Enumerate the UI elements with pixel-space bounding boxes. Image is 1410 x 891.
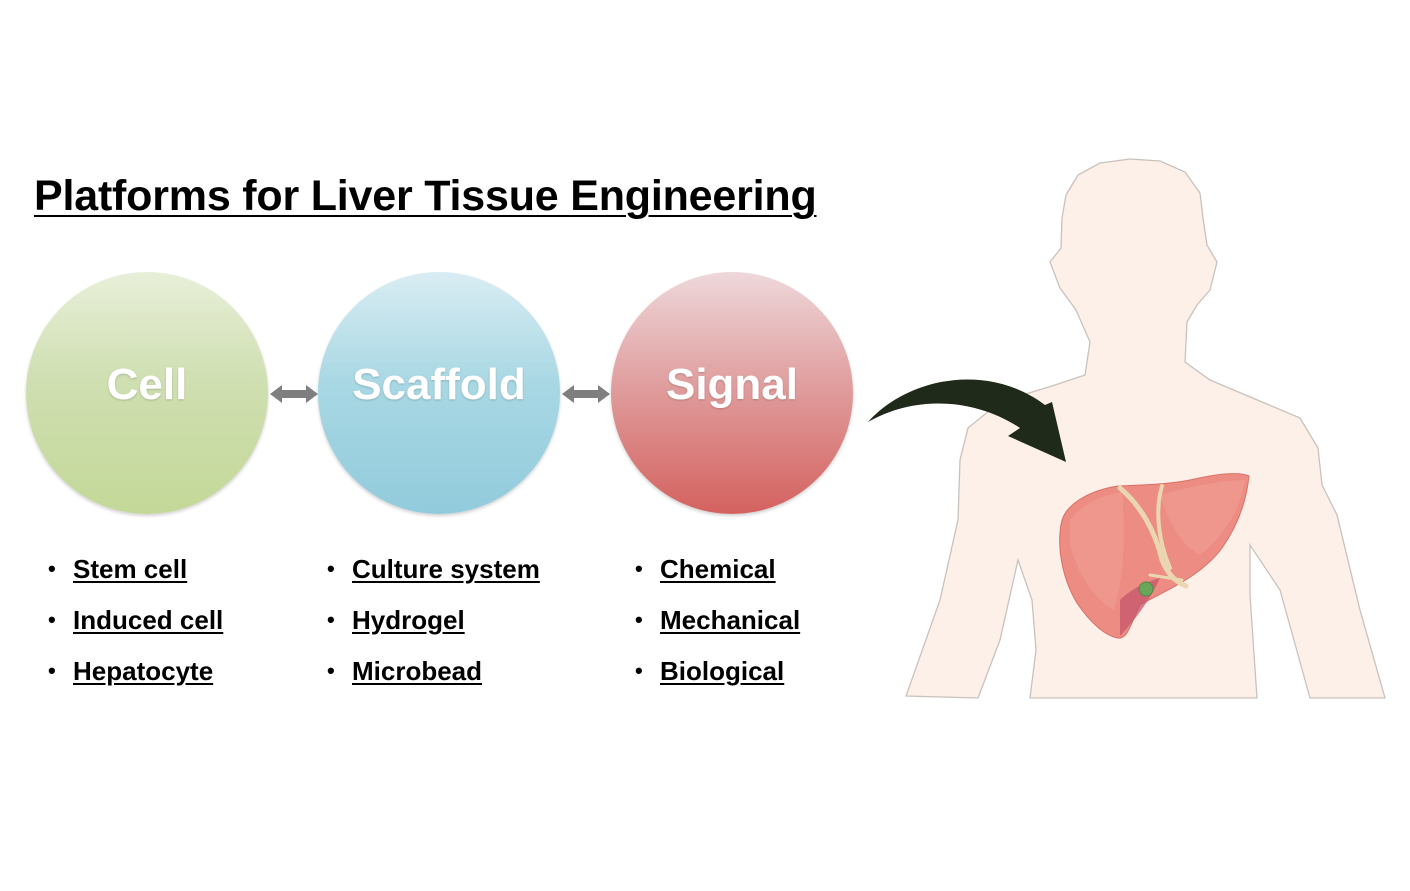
- platform-cell-circle: Cell: [26, 272, 268, 514]
- platform-scaffold-label: Scaffold: [352, 360, 526, 409]
- list-item: Biological: [635, 654, 800, 705]
- list-item-text: Culture system: [352, 554, 540, 584]
- page-title: Platforms for Liver Tissue Engineering: [34, 172, 817, 220]
- list-item-text: Stem cell: [73, 554, 188, 584]
- list-item: Hydrogel: [327, 603, 540, 654]
- list-item-text: Hepatocyte: [73, 656, 214, 686]
- human-liver-illustration: [868, 158, 1386, 699]
- list-item: Induced cell: [48, 603, 223, 654]
- scaffold-item-list: Culture system Hydrogel Microbead: [327, 552, 540, 705]
- platform-signal-circle: Signal: [611, 272, 853, 514]
- list-item: Mechanical: [635, 603, 800, 654]
- double-headed-arrow-icon: [270, 385, 318, 403]
- list-item-text: Hydrogel: [352, 605, 465, 635]
- human-torso-silhouette: [905, 158, 1386, 699]
- list-item: Hepatocyte: [48, 654, 223, 705]
- platform-signal-label: Signal: [665, 360, 799, 409]
- gallbladder-icon: [1138, 581, 1154, 597]
- list-item: Stem cell: [48, 552, 223, 603]
- list-item: Culture system: [327, 552, 540, 603]
- platform-scaffold-circle: Scaffold: [318, 272, 560, 514]
- liver-icon: [1059, 473, 1250, 639]
- double-headed-arrow-icon: [562, 385, 610, 403]
- list-item: Microbead: [327, 654, 540, 705]
- list-item-text: Induced cell: [73, 605, 224, 635]
- cell-item-list: Stem cell Induced cell Hepatocyte: [48, 552, 223, 705]
- platform-cell-label: Cell: [106, 360, 188, 409]
- curved-arrow-icon: [868, 379, 1066, 462]
- list-item-text: Chemical: [660, 554, 776, 584]
- list-item-text: Mechanical: [660, 605, 801, 635]
- list-item: Chemical: [635, 552, 800, 603]
- signal-item-list: Chemical Mechanical Biological: [635, 552, 800, 705]
- list-item-text: Biological: [660, 656, 785, 686]
- list-item-text: Microbead: [352, 656, 483, 686]
